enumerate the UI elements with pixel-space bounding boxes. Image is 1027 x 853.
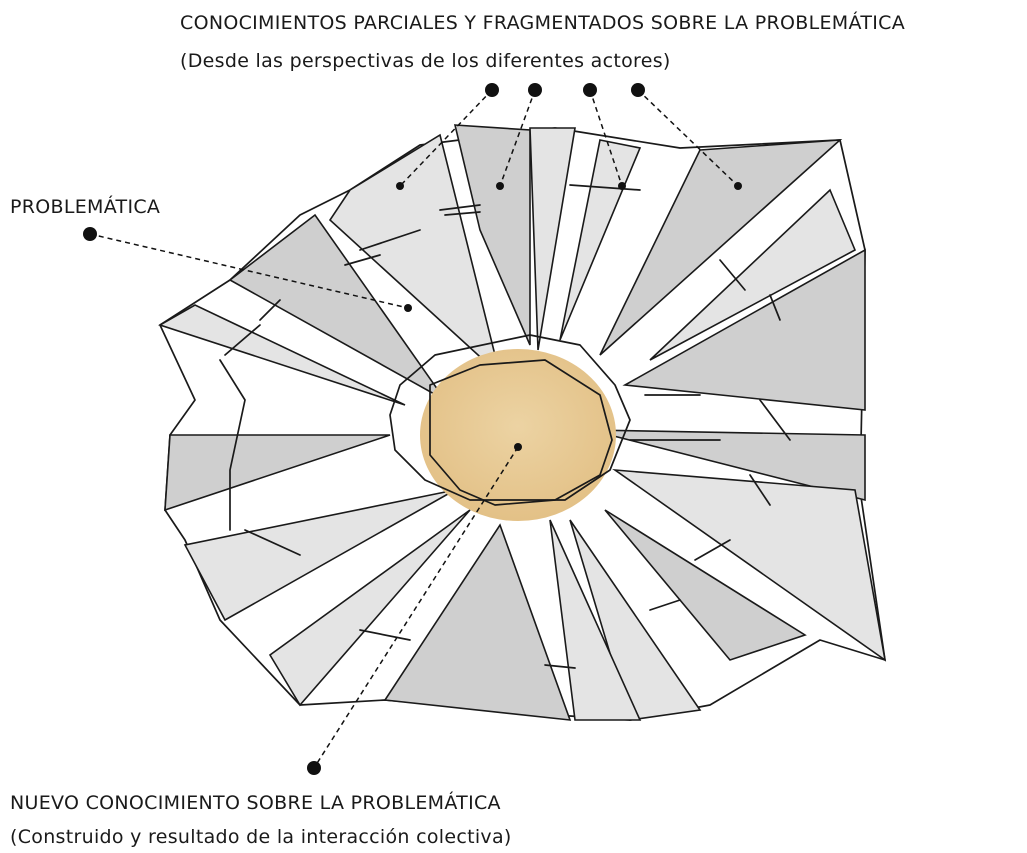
cracks bbox=[219, 184, 791, 669]
slice-upper-left-dark bbox=[228, 213, 446, 401]
core-ring-inner bbox=[429, 359, 613, 506]
markers bbox=[83, 83, 742, 775]
core-ring-outer bbox=[389, 334, 631, 501]
new-knowledge-core bbox=[420, 349, 616, 521]
slice-top-right-light bbox=[559, 139, 642, 341]
slice-top-grey bbox=[453, 124, 531, 346]
perspective-dot-2 bbox=[528, 83, 542, 97]
perspective-dot-3 bbox=[583, 83, 597, 97]
slice-right-dark bbox=[622, 248, 866, 411]
slice-bottom-left-light bbox=[268, 509, 471, 707]
slice-top-right-dark bbox=[599, 139, 843, 356]
slice-right-upper-light bbox=[649, 188, 857, 361]
slice-lower-left-light bbox=[183, 489, 456, 622]
slice-left-dark bbox=[164, 434, 391, 512]
perspective-dot-4 bbox=[631, 83, 645, 97]
problem-title: PROBLEMÁTICA bbox=[10, 196, 161, 218]
partial-knowledge-subtitle: (Desde las perspectivas de los diferente… bbox=[180, 50, 671, 72]
problem-dot bbox=[83, 227, 97, 241]
leaders bbox=[89, 89, 739, 769]
slice-top-mid-light bbox=[529, 127, 576, 351]
slice-lower-right-dark bbox=[604, 509, 807, 661]
new-knowledge-title: NUEVO CONOCIMIENTO SOBRE LA PROBLEMÁTICA bbox=[10, 792, 501, 814]
new-knowledge-dot bbox=[307, 761, 321, 775]
perspective-dot-1 bbox=[485, 83, 499, 97]
partial-knowledge-title: CONOCIMIENTOS PARCIALES Y FRAGMENTADOS S… bbox=[180, 12, 905, 34]
new-knowledge-subtitle: (Construido y resultado de la interacció… bbox=[10, 826, 512, 848]
slice-right-mid bbox=[589, 429, 866, 502]
slice-left-upper-light bbox=[158, 304, 406, 406]
slice-bottom-light bbox=[549, 519, 642, 721]
slices bbox=[158, 124, 887, 721]
slice-bottom-right-light bbox=[569, 519, 702, 721]
slice-right-lower-light bbox=[612, 468, 887, 662]
slice-bottom-dark bbox=[383, 523, 572, 721]
